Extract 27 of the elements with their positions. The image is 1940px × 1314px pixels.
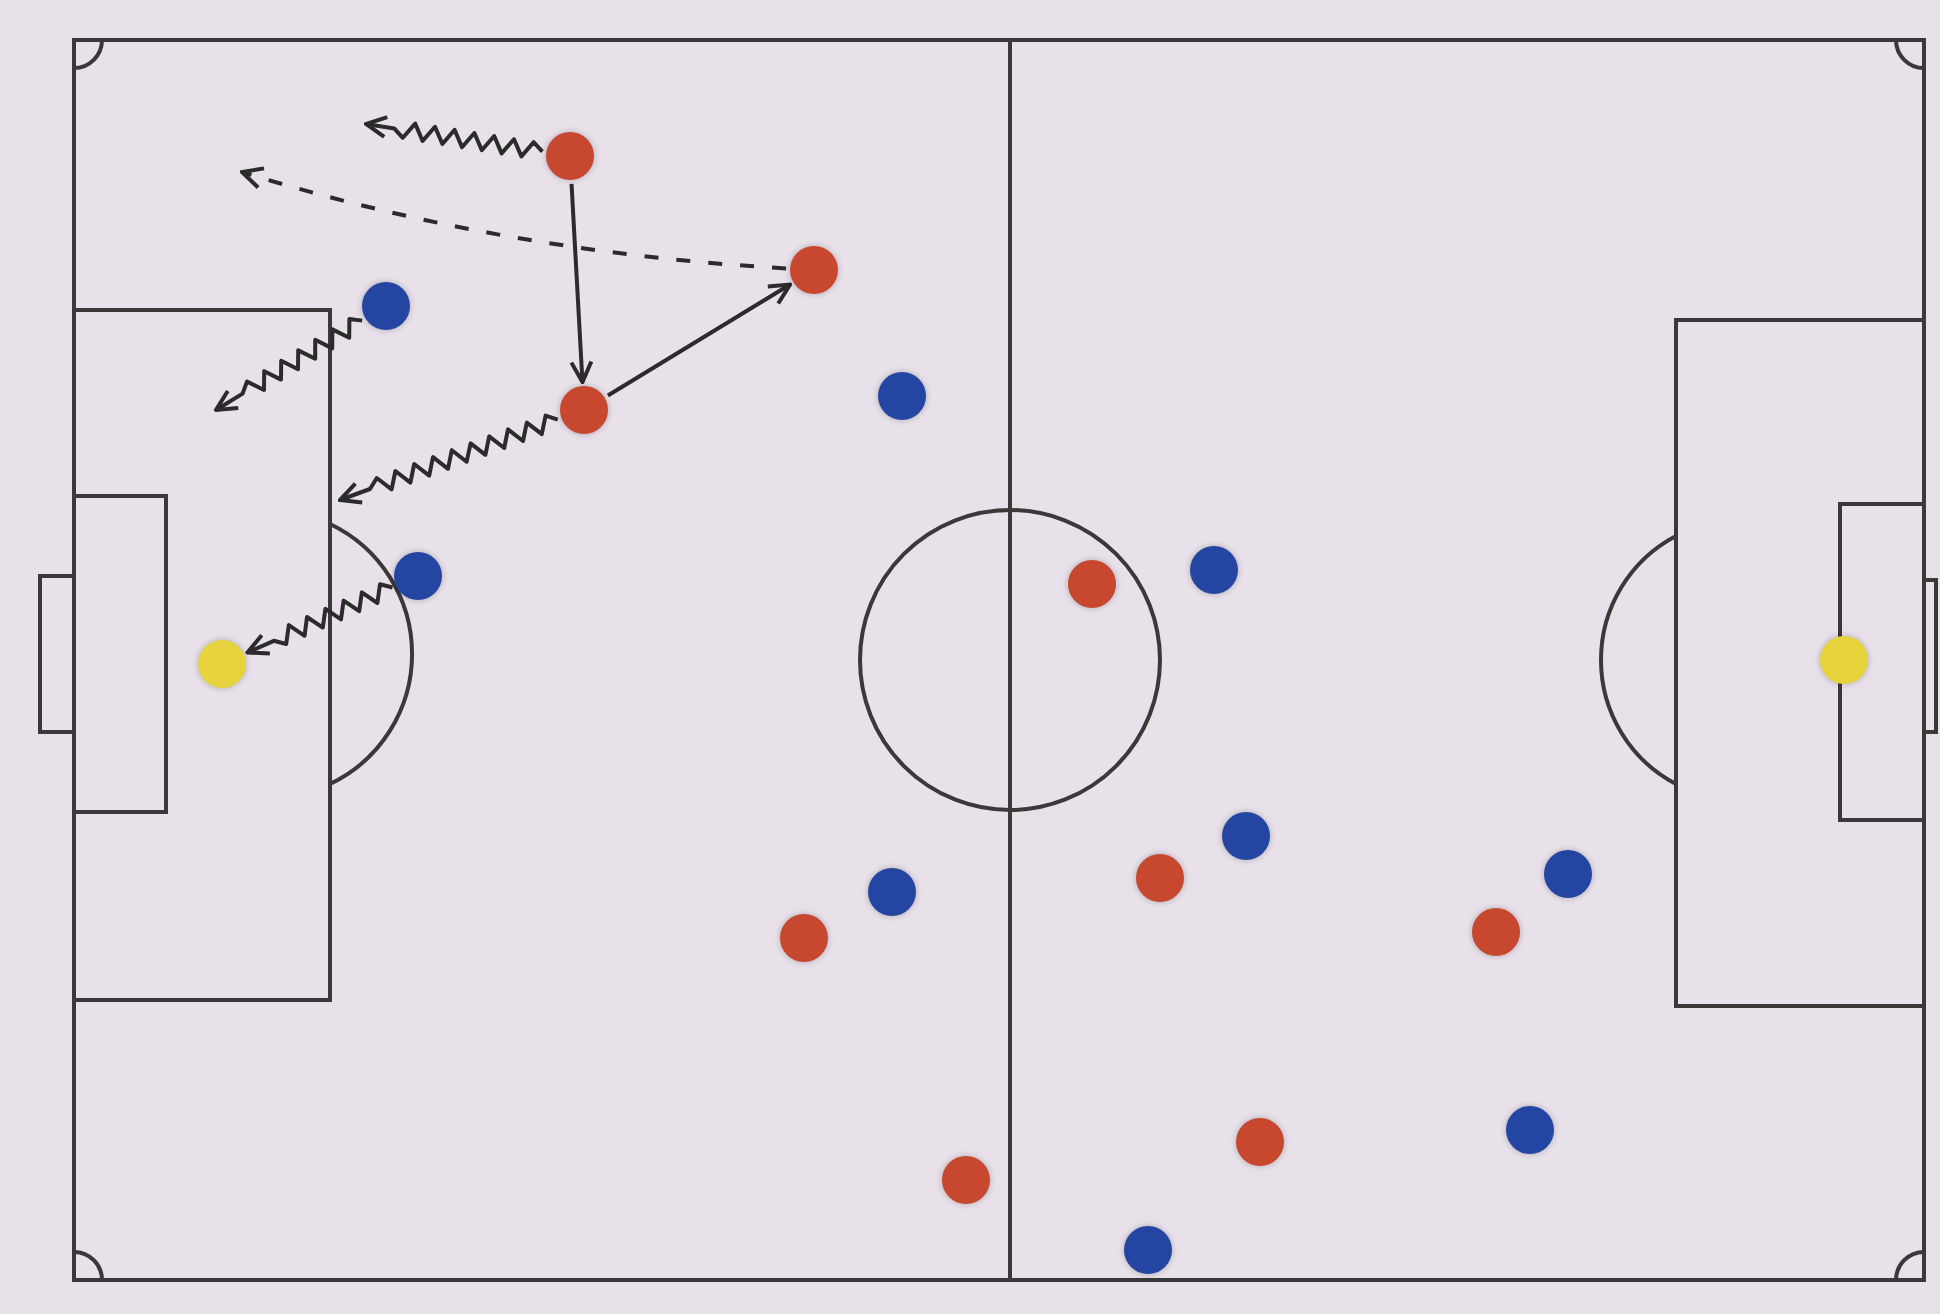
player-marker	[878, 372, 926, 420]
player-marker	[1222, 812, 1270, 860]
arrow	[214, 317, 363, 412]
player-marker	[1820, 636, 1868, 684]
arrow	[245, 582, 393, 656]
player-marker	[868, 868, 916, 916]
arrow	[364, 115, 544, 159]
player-marker	[362, 282, 410, 330]
player-marker	[790, 246, 838, 294]
player-marker	[560, 386, 608, 434]
arrow	[606, 282, 793, 398]
player-marker	[1190, 546, 1238, 594]
player-marker	[942, 1156, 990, 1204]
player-marker	[780, 914, 828, 962]
player-marker	[1236, 1118, 1284, 1166]
player-marker	[198, 640, 246, 688]
player-marker	[1472, 908, 1520, 956]
player-marker	[1136, 854, 1184, 902]
player-marker	[1124, 1226, 1172, 1274]
player-marker	[546, 132, 594, 180]
arrow	[240, 166, 787, 271]
player-marker	[1506, 1106, 1554, 1154]
player-marker	[394, 552, 442, 600]
arrow	[569, 183, 594, 385]
player-marker	[1068, 560, 1116, 608]
arrow	[338, 413, 559, 505]
player-marker	[1544, 850, 1592, 898]
